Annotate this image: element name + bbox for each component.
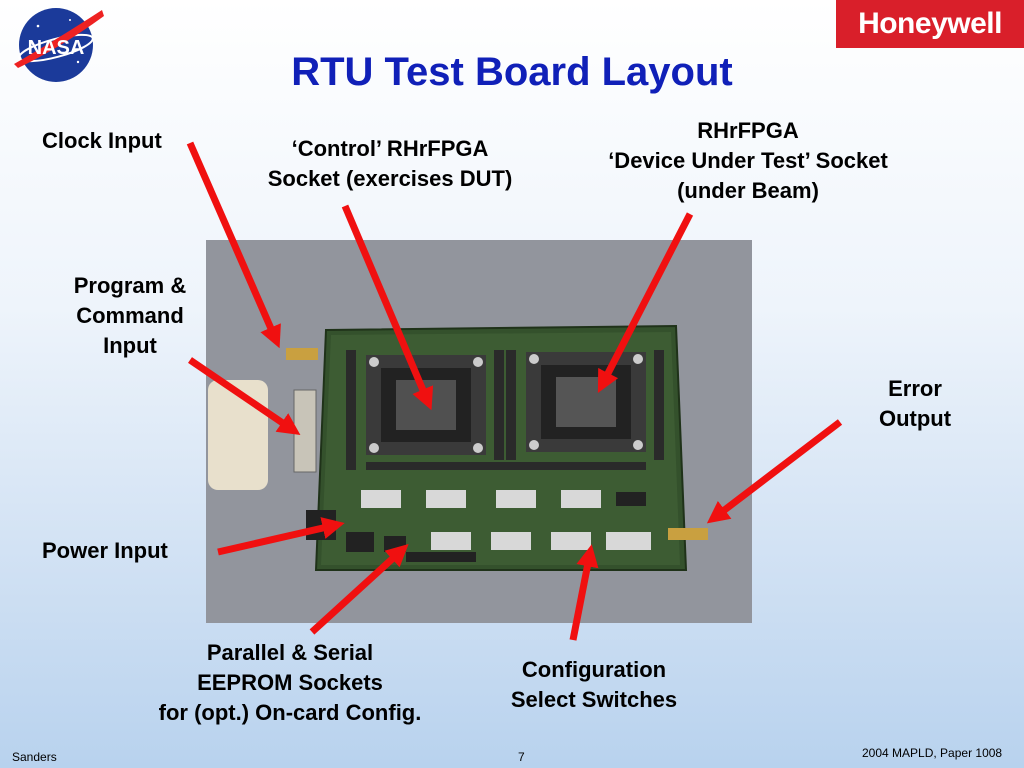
footer-page-number: 7 bbox=[518, 750, 525, 764]
footer-citation: 2004 MAPLD, Paper 1008 bbox=[862, 746, 1003, 760]
clock-input-label: Clock Input bbox=[42, 128, 162, 153]
power-input-label: Power Input bbox=[42, 538, 168, 563]
eeprom-label-line-1: Parallel & Serial bbox=[206, 640, 374, 665]
slide-title: RTU Test Board Layout bbox=[291, 50, 733, 94]
dut-socket-label-line-1: RHrFPGA bbox=[697, 118, 799, 143]
error-output-label: Error Output bbox=[855, 374, 975, 434]
error-output-label-line-1: Error bbox=[888, 376, 942, 401]
error-output-label-line-2: Output bbox=[878, 406, 952, 431]
config-switches-label-line-1: Configuration bbox=[521, 657, 667, 682]
control-socket-label-line-1: ‘Control’ RHrFPGA bbox=[291, 136, 489, 161]
dut-socket bbox=[526, 352, 646, 452]
config-switches-label: Configuration Select Switches bbox=[480, 655, 708, 715]
dut-socket-label-line-2: ‘Device Under Test’ Socket bbox=[608, 148, 888, 173]
nasa-logo: NASA bbox=[8, 4, 106, 86]
eeprom-label-line-3: for (opt.) On-card Config. bbox=[158, 700, 422, 725]
dut-socket-label-line-3: (under Beam) bbox=[677, 178, 819, 203]
control-socket-label-line-2: Socket (exercises DUT) bbox=[267, 166, 513, 191]
control-socket bbox=[366, 355, 486, 455]
eeprom-label: Parallel & Serial EEPROM Sockets for (op… bbox=[130, 638, 450, 728]
program-input-label-line-2: Command bbox=[76, 303, 184, 328]
control-socket-label: ‘Control’ RHrFPGA Socket (exercises DUT) bbox=[240, 134, 540, 194]
program-input-label-line-1: Program & bbox=[73, 273, 187, 298]
program-input-label: Program & Command Input bbox=[50, 271, 210, 361]
nasa-logo-text: NASA bbox=[28, 37, 85, 59]
honeywell-logo: Honeywell bbox=[836, 0, 1024, 48]
test-board-photo bbox=[206, 240, 752, 623]
footer-author: Sanders bbox=[12, 750, 57, 764]
config-switches-label-line-2: Select Switches bbox=[510, 687, 678, 712]
program-input-label-line-3: Input bbox=[103, 333, 157, 358]
dut-socket-label: RHrFPGA ‘Device Under Test’ Socket (unde… bbox=[578, 116, 918, 206]
eeprom-label-line-2: EEPROM Sockets bbox=[197, 670, 383, 695]
